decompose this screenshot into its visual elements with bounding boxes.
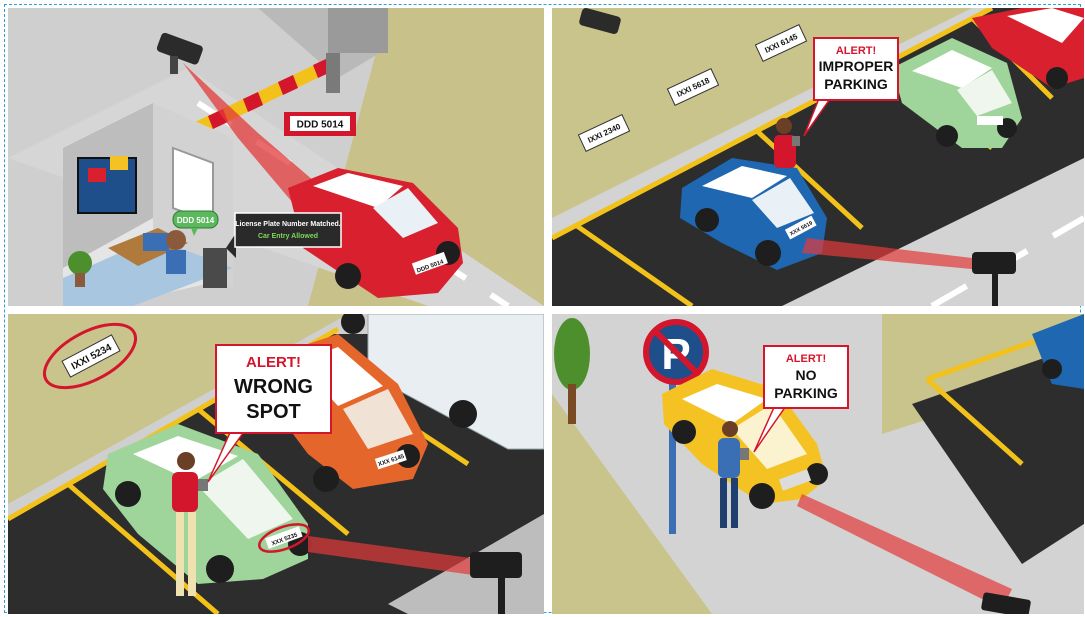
handheld-scanner bbox=[792, 136, 800, 146]
alert-line-1: IMPROPER bbox=[819, 58, 894, 74]
alert-line-1: WRONG bbox=[234, 376, 313, 398]
bubble-plate-text: DDD 5014 bbox=[177, 216, 215, 225]
wrong-spot-panel: IXXI 5234 XXX 6145 XXX 5235 bbox=[8, 314, 544, 614]
guard-person bbox=[166, 230, 186, 250]
handheld-scanner bbox=[198, 479, 208, 491]
alert-line-2: PARKING bbox=[824, 76, 888, 92]
alert-title: ALERT! bbox=[836, 45, 876, 57]
computer-tower bbox=[203, 248, 227, 288]
status-line-2: Car Entry Allowed bbox=[258, 233, 318, 240]
entry-gate-panel: DDD 5014 DDD 5014 DDD 5014 License Plate… bbox=[8, 8, 544, 306]
alert-line-2: PARKING bbox=[774, 385, 838, 401]
alert-title: ALERT! bbox=[786, 353, 826, 365]
alert-title: ALERT! bbox=[246, 354, 301, 371]
handheld-scanner bbox=[740, 448, 749, 460]
improper-parking-panel: IXXI 2340 IXXI 5618 IXXI 6145 XXX 5619 bbox=[552, 8, 1084, 306]
no-parking-panel: P ALERT! NO PARKING bbox=[552, 314, 1084, 614]
plate-reading-sign: DDD 5014 bbox=[284, 112, 356, 136]
plant bbox=[68, 251, 92, 275]
plate-sign-text: DDD 5014 bbox=[297, 120, 344, 131]
status-line-1: License Plate Number Matched. bbox=[235, 221, 340, 228]
alert-line-1: NO bbox=[796, 367, 817, 383]
alert-line-2: SPOT bbox=[246, 401, 300, 423]
